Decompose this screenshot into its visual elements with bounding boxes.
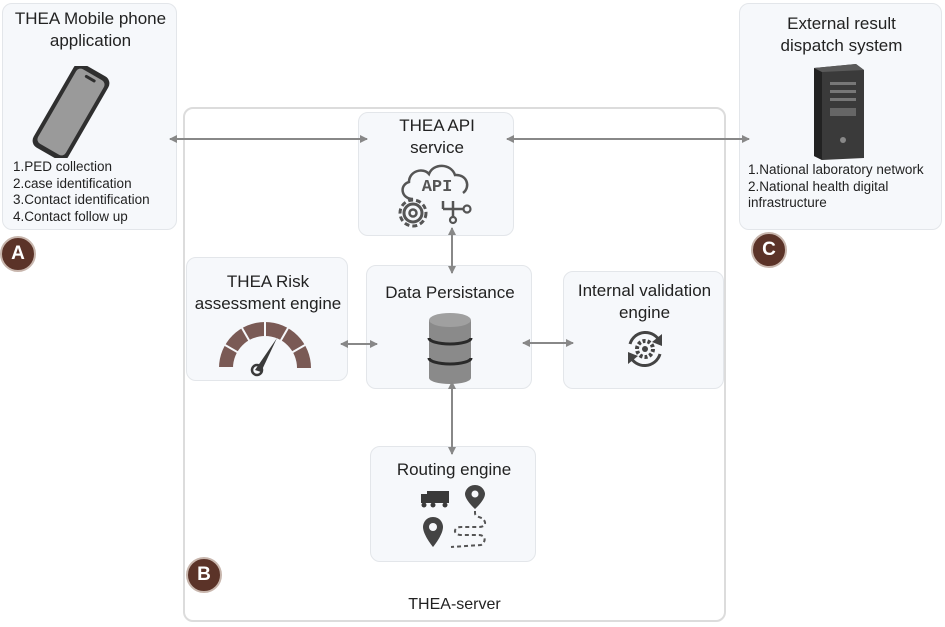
api-title-line2: service [410,138,464,157]
dispatch-box: External result dispatch system 1.Nation… [739,3,942,230]
risk-title-line2: assessment engine [194,294,342,313]
dispatch-title-line1: External result [787,14,896,33]
list-item: 1.National laboratory network [748,162,924,177]
dispatch-title-line2: dispatch system [780,36,903,55]
list-item: 1.PED collection [13,159,113,174]
smartphone-icon [32,66,110,158]
dispatch-title: External result dispatch system [740,13,943,57]
list-item: 2.case identification [13,175,132,191]
data-persistence-box: Data Persistance [366,265,532,389]
validation-engine-box: Internal validation engine [563,271,724,389]
server-label: THEA-server [408,596,501,613]
mobile-app-title: THEA Mobile phone application [3,8,178,52]
risk-title-line1: THEA Risk [226,272,310,291]
routing-engine-title: Routing engine [396,460,512,479]
data-persistence-title: Data Persistance [385,283,515,302]
api-icon-text: API [422,178,453,197]
risk-engine-title: THEA Risk assessment engine [187,271,349,315]
api-cloud-gear-icon: API [398,164,472,228]
mobile-app-title-line2: application [49,31,132,50]
mobile-app-list: 1.PED collection 2.case identification 3… [13,159,150,225]
list-item: 4.Contact follow up [13,208,128,224]
route-map-icon [421,485,487,548]
api-title-line1: THEA API [399,116,475,135]
api-service-title: THEA API service [359,115,515,159]
api-service-box: THEA API service API [358,112,514,236]
badge-b: B [186,557,222,593]
list-item: 2.National health digital [748,178,889,194]
routing-engine-box: Routing engine [370,446,536,562]
validation-title-line2: engine [618,303,671,322]
database-icon [427,313,473,384]
refresh-gear-icon [628,331,662,367]
validation-engine-title: Internal validation engine [564,280,725,324]
badge-c: C [751,232,787,268]
dispatch-list: 1.National laboratory network 2.National… [748,162,924,212]
mobile-app-title-line1: THEA Mobile phone [14,9,167,28]
mobile-app-box: THEA Mobile phone application 1.PED coll… [2,3,177,230]
list-item: infrastructure [748,195,827,210]
risk-engine-box: THEA Risk assessment engine [186,257,348,381]
gauge-icon [219,322,311,377]
list-item: 3.Contact identification [13,192,150,207]
badge-a: A [0,236,36,272]
validation-title-line1: Internal validation [577,281,712,300]
server-tower-icon [814,64,864,160]
